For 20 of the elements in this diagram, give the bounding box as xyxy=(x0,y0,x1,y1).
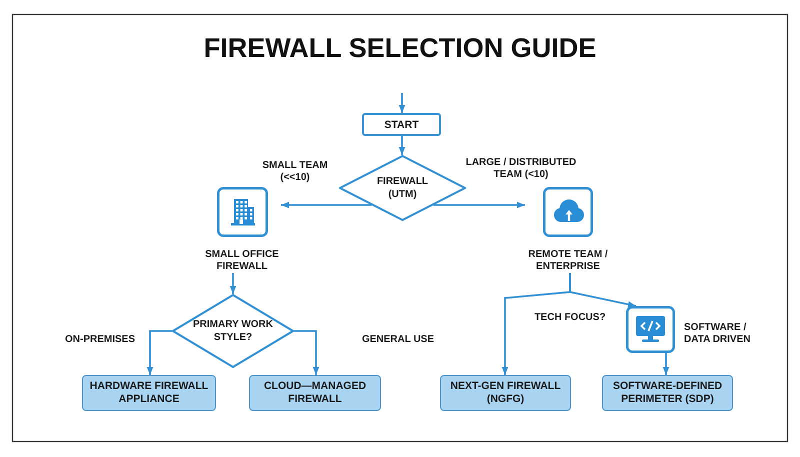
result-box: SOFTWARE-DEFINED PERIMETER (SDP) xyxy=(602,375,733,411)
diagram-title: FIREWALL SELECTION GUIDE xyxy=(204,32,596,65)
arrow xyxy=(398,136,406,155)
node-label: REMOTE TEAM / ENTERPRISE xyxy=(527,249,609,273)
decision-label: FIREWALL (UTM) xyxy=(376,175,430,201)
arrow xyxy=(230,273,236,294)
arrow xyxy=(281,202,372,208)
arrow xyxy=(662,353,670,375)
arrow xyxy=(294,330,320,375)
start-box: START xyxy=(362,113,441,136)
arrow xyxy=(569,273,636,308)
decision-label: PRIMARY WORK STYLE? xyxy=(192,318,274,344)
arrow xyxy=(146,330,172,375)
node-caption: SOFTWARE / DATA DRIVEN xyxy=(684,322,752,346)
result-box: CLOUD—MANAGED FIREWALL xyxy=(249,375,381,411)
arrow xyxy=(433,202,525,208)
result-box: HARDWARE FIREWALL APPLIANCE xyxy=(82,375,216,411)
result-box: NEXT-GEN FIREWALL (NGFG) xyxy=(440,375,571,411)
arrow xyxy=(398,93,406,113)
node-label: SMALL OFFICE FIREWALL xyxy=(204,249,280,273)
